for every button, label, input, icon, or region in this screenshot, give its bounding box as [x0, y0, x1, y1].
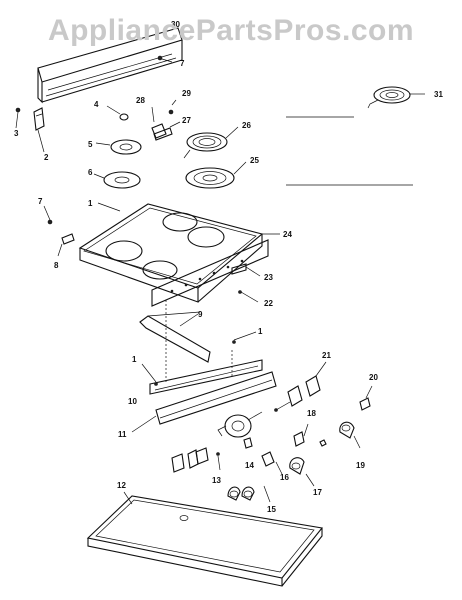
element-reference-lines — [286, 116, 413, 186]
end-cap-bracket[interactable] — [33, 107, 45, 153]
left-channel-screw[interactable] — [141, 363, 158, 386]
part-label-26: 26 — [242, 121, 251, 130]
surface-element-large-upper[interactable] — [183, 126, 239, 159]
receptacle-screw[interactable] — [168, 99, 177, 115]
knob-insert-20[interactable] — [359, 385, 373, 411]
top-support-rod[interactable] — [57, 233, 75, 257]
front-channel[interactable] — [131, 371, 277, 433]
part-label-18: 18 — [307, 409, 316, 418]
oven-thermostat[interactable] — [217, 411, 263, 438]
part-label-1b: 1 — [258, 327, 263, 336]
part-label-25: 25 — [250, 156, 259, 165]
side-screw[interactable] — [15, 107, 21, 129]
part-label-9: 9 — [198, 310, 203, 319]
surface-element-optional[interactable] — [367, 86, 425, 109]
manifold-support[interactable] — [139, 311, 211, 363]
drip-bowl-small-upper[interactable] — [95, 139, 142, 155]
part-label-23: 23 — [264, 273, 273, 282]
part-label-12: 12 — [117, 481, 126, 490]
watermark-text: AppliancePartsPros.com — [47, 14, 415, 47]
pilot-light-18[interactable] — [293, 423, 309, 447]
backguard-screw[interactable] — [157, 55, 173, 63]
part-label-1c: 1 — [132, 355, 137, 364]
part-label-4: 4 — [94, 100, 99, 109]
main-top[interactable] — [78, 202, 280, 303]
backguard-panel[interactable] — [37, 27, 183, 104]
part-label-28: 28 — [136, 96, 145, 105]
knob-17[interactable] — [289, 457, 315, 487]
part-label-24: 24 — [283, 230, 292, 239]
knob-insert[interactable] — [106, 105, 129, 121]
terminal-block[interactable] — [153, 121, 181, 141]
part-label-13: 13 — [212, 476, 221, 485]
part-label-6: 6 — [88, 168, 93, 177]
element-switch-13[interactable] — [171, 449, 199, 473]
bracket-screw[interactable] — [238, 290, 259, 303]
receptacle-block[interactable] — [151, 106, 167, 139]
part-label-8: 8 — [54, 261, 59, 270]
front-brace-screw[interactable] — [232, 331, 257, 344]
part-label-20: 20 — [369, 373, 378, 382]
switch-mount-screw[interactable] — [216, 452, 221, 471]
part-label-17: 17 — [313, 488, 322, 497]
part-label-11: 11 — [118, 430, 127, 439]
part-label-15: 15 — [267, 505, 276, 514]
part-label-3: 3 — [14, 129, 19, 138]
knob-16[interactable] — [261, 451, 283, 475]
drip-bowl-large[interactable] — [185, 161, 247, 189]
part-label-21: 21 — [322, 351, 331, 360]
part-label-1a: 1 — [88, 199, 93, 208]
dashed-guide-lines — [165, 300, 233, 382]
knob-pair-13[interactable] — [195, 447, 209, 465]
part-label-29: 29 — [182, 89, 191, 98]
switch-pair-21[interactable] — [287, 361, 327, 407]
part-label-10: 10 — [128, 397, 137, 406]
part-label-30: 30 — [171, 20, 180, 29]
top-hinge-screw[interactable] — [43, 205, 53, 225]
part-label-7b: 7 — [38, 197, 43, 206]
control-bracket[interactable] — [231, 263, 261, 277]
part-label-2: 2 — [44, 153, 49, 162]
part-label-14: 14 — [245, 461, 254, 470]
knob-pair-15[interactable] — [227, 485, 271, 503]
part-label-7a: 7 — [180, 59, 185, 68]
drip-bowl-small-lower[interactable] — [93, 171, 141, 189]
part-label-22: 22 — [264, 299, 273, 308]
part-label-19: 19 — [356, 461, 365, 470]
knob-19[interactable] — [339, 421, 361, 449]
rear-channel[interactable] — [149, 359, 263, 395]
thermostat-screw[interactable] — [274, 401, 291, 412]
bottom-panel[interactable] — [86, 491, 324, 587]
part-label-27: 27 — [182, 116, 191, 125]
control-panel-front[interactable] — [151, 239, 269, 307]
capillary-bracket[interactable] — [243, 437, 253, 449]
part-label-16: 16 — [280, 473, 289, 482]
part-label-5: 5 — [88, 140, 93, 149]
small-spacer[interactable] — [319, 439, 327, 447]
part-label-31: 31 — [434, 90, 443, 99]
part-labels: 30 7 31 3 2 4 28 29 27 26 5 25 6 7 1 24 … — [14, 20, 443, 514]
